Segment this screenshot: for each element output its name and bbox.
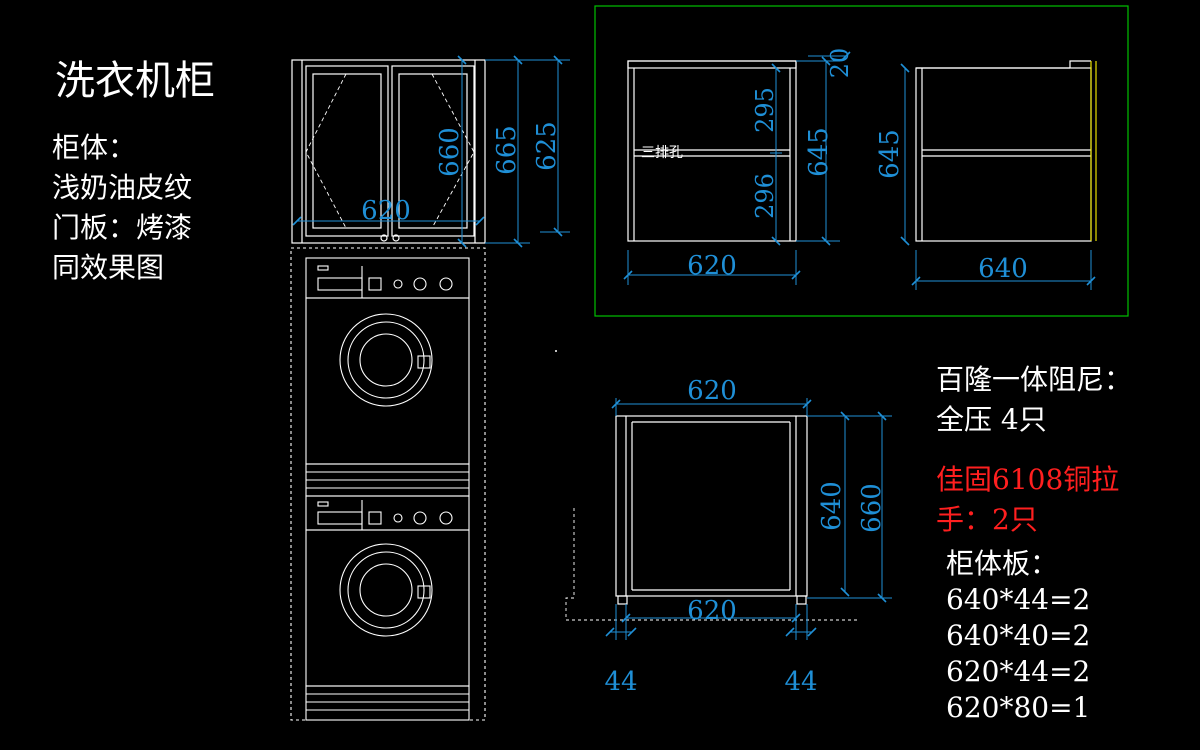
wall-cabinet-front [291, 59, 486, 244]
cabinet-notes: 柜体： 浅奶油皮纹 门板：烤漆 同效果图 [52, 128, 192, 288]
hardware-notes: 百隆一体阻尼： 全压 4只 [936, 360, 1132, 440]
side-width-dim: 640 [978, 254, 1028, 284]
dryer-door [339, 543, 433, 637]
washer-door [339, 313, 433, 407]
board-list-item: 640*40=2 [946, 619, 1091, 652]
plan-right-board-dim: 44 [784, 667, 817, 697]
plan-top-width-dim: 620 [687, 376, 737, 406]
section-top-gap-dim: 20 [826, 48, 854, 79]
plan-left-board-dim: 44 [604, 667, 637, 697]
front-view-dimensions [292, 55, 570, 248]
plan-view [615, 415, 808, 605]
plan-view-dimensions [605, 398, 892, 640]
section-side-view [915, 60, 1097, 242]
section-upper-dim: 295 [751, 87, 779, 133]
drawing-title: 洗衣机柜 [55, 58, 215, 104]
side-height-dim: 645 [875, 129, 905, 179]
right-door [391, 65, 475, 237]
board-list-title: 柜体板： [946, 547, 1059, 580]
handle-note-line: 手：2只 [936, 503, 1038, 536]
cabinet-note-line: 浅奶油皮纹 [52, 171, 193, 204]
door-handle-knob [392, 234, 400, 242]
front-width-dim: 620 [361, 196, 411, 226]
inner-hole-label: 三排孔 [641, 145, 683, 161]
left-door [305, 65, 389, 237]
section-front-dimensions [623, 51, 851, 285]
handle-note-line: 佳固6108铜拉 [936, 463, 1120, 496]
cabinet-note-line: 门板：烤漆 [52, 211, 193, 244]
washer-tower [290, 247, 486, 721]
section-width-dim: 620 [687, 251, 737, 281]
door-handle-knob [380, 234, 388, 242]
board-list: 柜体板： 640*44=2 640*40=2 620*44=2 620*80=1 [946, 546, 1090, 726]
front-inner-height-dim: 625 [532, 121, 562, 171]
section-frame [594, 5, 1129, 317]
plan-outer-depth-dim: 660 [857, 483, 887, 533]
board-list-item: 620*44=2 [946, 655, 1091, 688]
plan-bottom-width-dim: 620 [687, 596, 737, 626]
hinge-note-line: 百隆一体阻尼： [936, 363, 1133, 396]
front-overall-height-dim: 665 [492, 125, 522, 175]
stray-point [555, 350, 557, 352]
section-front-view [627, 60, 797, 242]
cabinet-note-line: 同效果图 [52, 251, 165, 284]
section-lower-dim: 296 [751, 173, 779, 219]
section-height-dim: 645 [804, 127, 834, 177]
plan-depth-dim: 640 [817, 481, 847, 531]
cabinet-note-line: 柜体： [52, 131, 137, 164]
board-list-item: 620*80=1 [946, 691, 1091, 724]
front-door-height-dim: 660 [435, 127, 465, 177]
section-side-dimensions [900, 63, 1096, 290]
board-list-item: 640*44=2 [946, 583, 1091, 616]
hinge-note-line: 全压 4只 [936, 403, 1047, 436]
handle-notes: 佳固6108铜拉 手：2只 [936, 460, 1119, 540]
